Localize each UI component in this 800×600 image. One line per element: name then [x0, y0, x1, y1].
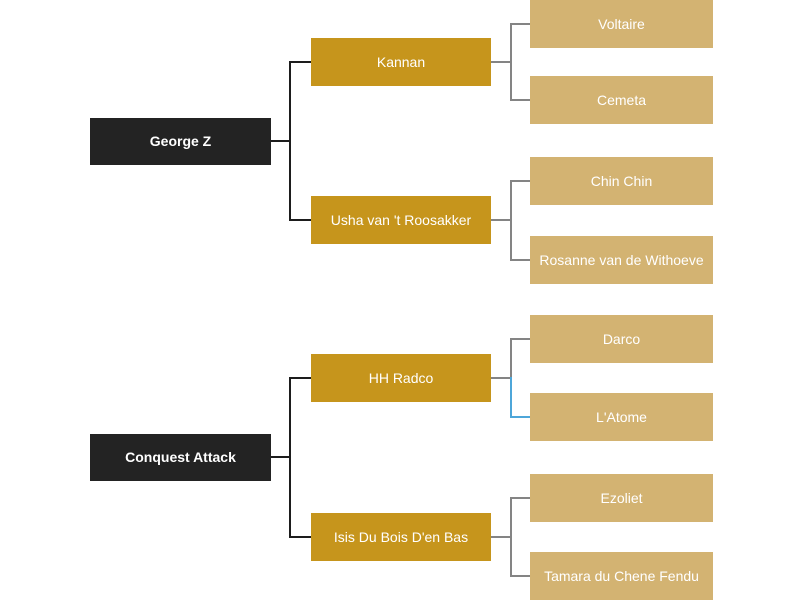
node-parent-hh-radco[interactable]: HH Radco: [311, 354, 491, 402]
node-label: Usha van 't Roosakker: [330, 211, 472, 228]
connector-hh-radco-stub: [491, 377, 511, 379]
connector-to-ezoliet: [510, 497, 530, 499]
connector-usha-vertical: [510, 180, 512, 261]
node-label: L'Atome: [596, 408, 647, 425]
connector-to-voltaire: [510, 23, 530, 25]
node-child-ezoliet[interactable]: Ezoliet: [530, 474, 713, 522]
node-label: Voltaire: [598, 15, 645, 32]
node-parent-kannan[interactable]: Kannan: [311, 38, 491, 86]
node-label: Conquest Attack: [125, 449, 236, 466]
node-child-cemeta[interactable]: Cemeta: [530, 76, 713, 124]
connector-conquest-vertical: [289, 377, 291, 538]
connector-to-tamara: [510, 575, 530, 577]
node-label: Kannan: [376, 53, 426, 70]
node-child-chin-chin[interactable]: Chin Chin: [530, 157, 713, 205]
connector-to-hh-radco: [289, 377, 311, 379]
connector-hh-radco-vertical-lower-highlighted: [510, 377, 512, 418]
node-label: Chin Chin: [590, 172, 653, 189]
node-root-conquest-attack[interactable]: Conquest Attack: [90, 434, 271, 481]
node-label: Isis Du Bois D'en Bas: [333, 528, 469, 545]
connector-george-z-vertical: [289, 61, 291, 221]
node-parent-usha-van-t-roosakker[interactable]: Usha van 't Roosakker: [311, 196, 491, 244]
node-label: Ezoliet: [600, 489, 643, 506]
node-parent-isis-du-bois-den-bas[interactable]: Isis Du Bois D'en Bas: [311, 513, 491, 561]
connector-to-rosanne: [510, 259, 530, 261]
connector-hh-radco-vertical-upper: [510, 338, 512, 378]
connector-isis-stub: [491, 536, 511, 538]
connector-conquest-stub: [271, 456, 291, 458]
connector-to-darco: [510, 338, 530, 340]
connector-to-latome-highlighted: [510, 416, 530, 418]
connector-kannan-vertical: [510, 23, 512, 101]
connector-to-kannan: [289, 61, 311, 63]
node-child-darco[interactable]: Darco: [530, 315, 713, 363]
connector-to-isis: [289, 536, 311, 538]
connector-isis-vertical: [510, 497, 512, 577]
node-label: HH Radco: [368, 369, 434, 386]
node-child-voltaire[interactable]: Voltaire: [530, 0, 713, 48]
connector-usha-stub: [491, 219, 511, 221]
node-label: Darco: [602, 330, 641, 347]
connector-to-cemeta: [510, 99, 530, 101]
node-child-latome[interactable]: L'Atome: [530, 393, 713, 441]
connector-to-chin-chin: [510, 180, 530, 182]
node-child-rosanne-van-de-withoeve[interactable]: Rosanne van de Withoeve: [530, 236, 713, 284]
node-child-tamara-du-chene-fendu[interactable]: Tamara du Chene Fendu: [530, 552, 713, 600]
node-root-george-z[interactable]: George Z: [90, 118, 271, 165]
node-label: Rosanne van de Withoeve: [539, 251, 704, 268]
node-label: Cemeta: [596, 91, 647, 108]
connector-to-usha: [289, 219, 311, 221]
connector-george-z-stub: [271, 140, 291, 142]
connector-kannan-stub: [491, 61, 511, 63]
node-label: George Z: [149, 133, 212, 150]
node-label: Tamara du Chene Fendu: [544, 567, 699, 584]
